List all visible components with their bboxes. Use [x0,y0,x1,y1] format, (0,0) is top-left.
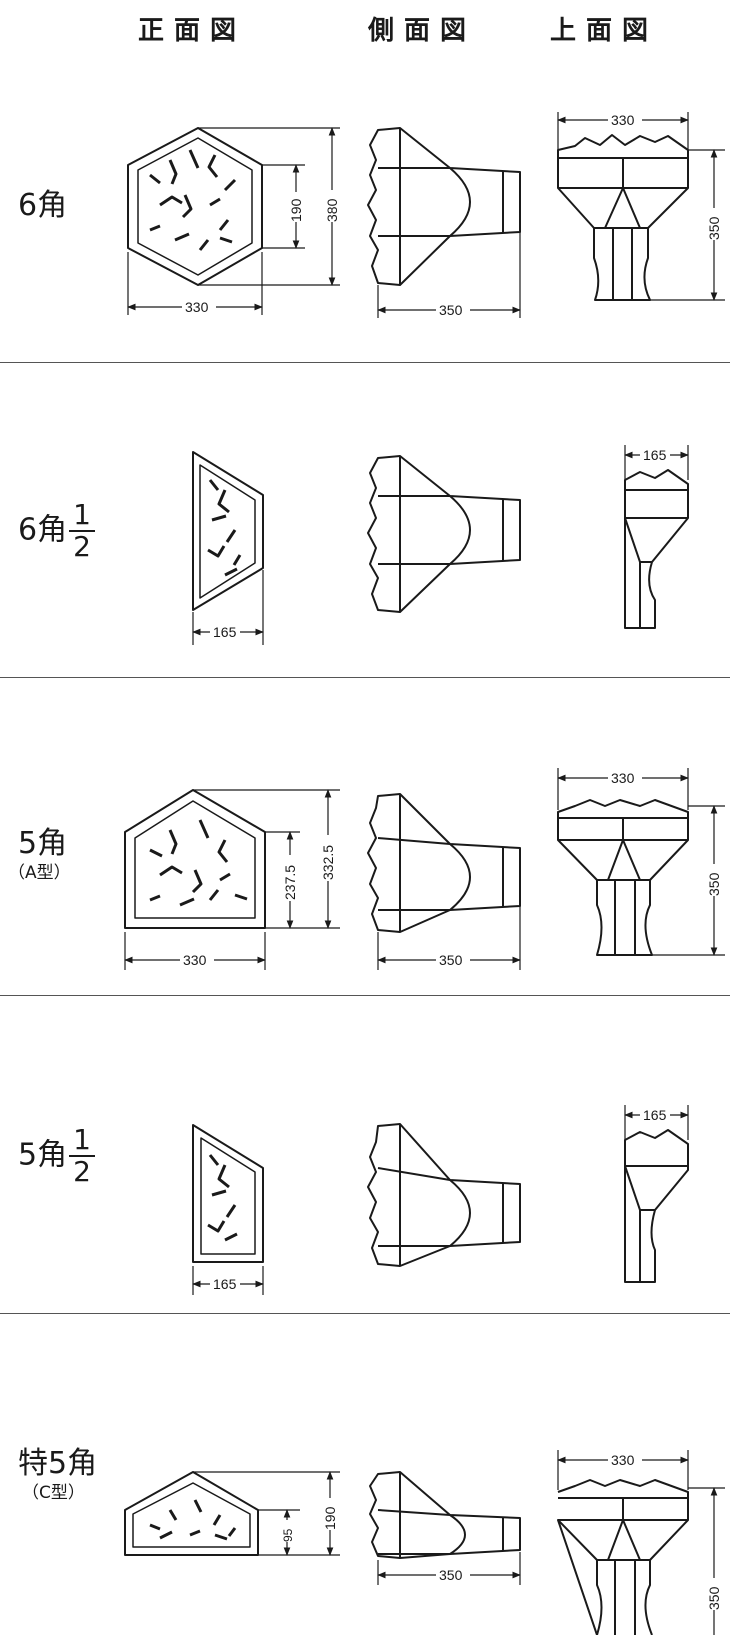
dim-special-top-width: 330 [611,1452,635,1468]
dim-hex-top-width: 330 [611,112,635,128]
half-hexagon-front-view [192,451,264,611]
half-pentagon-top-view [624,1129,689,1283]
row-label-hexagon: 6角 [18,188,68,223]
header-top-view: 上面図 [550,16,659,46]
dim-hex-width: 330 [185,299,209,315]
special-pentagon-front-view [124,1471,259,1556]
dim-special-side-depth: 350 [439,1567,463,1583]
row-separator [0,995,730,996]
half-pentagon-side-view [367,1123,521,1267]
hexagon-front-view [127,127,263,286]
half-hexagon-side-view [367,455,521,613]
pentagon-a-side-view [367,793,521,933]
pentagon-a-top-dimensions [557,768,725,956]
dim-hex-height: 380 [324,198,340,222]
dim-half-hex-top-width: 165 [643,447,667,463]
fraction-denominator: 2 [73,530,91,563]
row-label-special-pentagon: 特5角 [18,1446,98,1481]
row-separator [0,362,730,363]
dim-hex-top-depth: 350 [706,216,722,240]
row-label-text: 6角 [18,512,68,548]
fraction-numerator: 1 [69,1125,95,1157]
half-pentagon-front-view [192,1124,264,1263]
row-separator [0,1313,730,1314]
special-pentagon-side-view [369,1471,521,1559]
dim-special-inner-height: 95 [281,1528,295,1542]
dim-hex-side-depth: 350 [439,302,463,318]
pentagon-a-front-view [124,789,266,929]
dim-half-pent-top-width: 165 [643,1107,667,1123]
special-pentagon-top-view [557,1479,689,1635]
dim-special-height: 190 [322,1506,338,1530]
dim-pent-a-height: 332.5 [320,845,336,880]
pentagon-a-top-view [557,799,689,956]
dimension-labels: 330 190 380 350 330 350 165 165 330 237.… [180,112,722,1610]
dim-special-top-depth: 350 [706,1586,722,1610]
hexagon-top-view [557,134,689,301]
hexagon-dimensions [127,127,340,315]
dim-pent-a-inner-height: 237.5 [282,865,298,900]
row-sublabel-a-type: （A型） [8,863,71,883]
row-label-text: 5角 [18,1137,68,1173]
dim-half-pent-width: 165 [213,1276,237,1292]
dim-pent-a-side-depth: 350 [439,952,463,968]
dim-hex-inner-height: 190 [288,198,304,222]
stone-texture [149,149,237,251]
special-pentagon-top-dimensions [557,1450,725,1635]
row-sublabel-c-type: （C型） [22,1483,85,1503]
fraction-numerator: 1 [69,500,95,532]
dim-pent-a-top-depth: 350 [706,872,722,896]
header-side-view: 側面図 [368,16,477,46]
row-label-pentagon-a: 5角 [18,826,68,861]
fraction-denominator: 2 [73,1155,91,1188]
dim-pent-a-top-width: 330 [611,770,635,786]
dim-half-hex-width: 165 [213,624,237,640]
half-hexagon-top-view [624,469,689,629]
hexagon-side-view [367,127,521,286]
pentagon-a-dimensions [124,789,340,970]
header-front-view: 正面図 [138,16,247,46]
dim-pent-a-width: 330 [183,952,207,968]
row-separator [0,677,730,678]
